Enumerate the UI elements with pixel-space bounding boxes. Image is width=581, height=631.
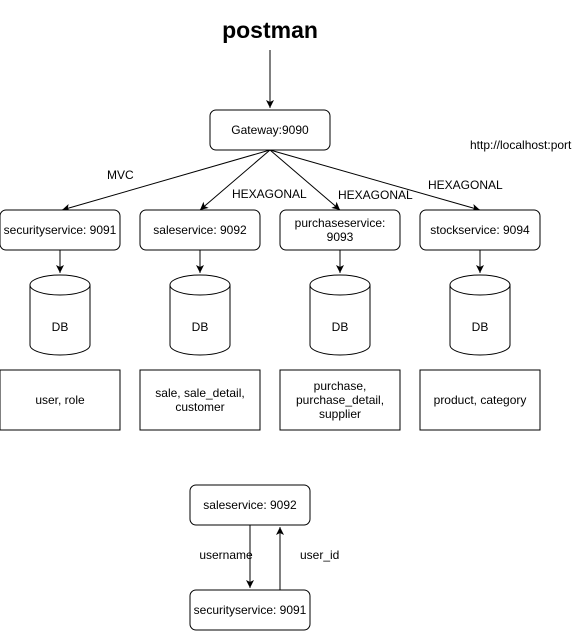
stock-tables-line: product, category <box>434 393 527 407</box>
stockservice-label-line: stockservice: 9094 <box>430 223 530 237</box>
bottom-securityservice-node[interactable]: securityservice: 9091 <box>189 589 311 631</box>
purchaseservice-node[interactable]: purchaseservice:9093 <box>279 209 401 251</box>
edge-label-purchase: HEXAGONAL <box>338 188 413 202</box>
sale-db-label: DB <box>192 320 209 334</box>
bottom-saleservice-node[interactable]: saleservice: 9092 <box>189 484 311 526</box>
purchase-tables-box: purchase,purchase_detail,supplier <box>279 369 401 431</box>
edge-label-stock: HEXAGONAL <box>428 178 503 192</box>
edge-label-sale: HEXAGONAL <box>232 187 307 201</box>
sale-tables-line: customer <box>175 400 224 414</box>
security-tables-line: user, role <box>35 393 85 407</box>
username-label: username <box>199 548 253 562</box>
gateway-to-sale-arrow <box>199 149 271 211</box>
stockservice-node[interactable]: stockservice: 9094 <box>419 209 541 251</box>
bottom-securityservice-label: securityservice: 9091 <box>194 603 307 617</box>
securityservice-label-line: securityservice: 9091 <box>4 223 117 237</box>
security-db-cylinder: DB <box>29 274 91 356</box>
sale-tables-line: sale, sale_detail, <box>155 386 244 400</box>
purchase-tables-line: purchase_detail, <box>296 393 384 407</box>
sale-db-cylinder: DB <box>169 274 231 356</box>
edge-label-mvc: MVC <box>107 168 134 182</box>
purchase-db-cylinder: DB <box>309 274 371 356</box>
user-id-label: user_id <box>300 548 339 562</box>
purchaseservice-label-line: purchaseservice: <box>295 216 386 230</box>
securityservice-node[interactable]: securityservice: 9091 <box>0 209 121 251</box>
gateway-to-security-arrow <box>61 149 271 212</box>
bottom-saleservice-label: saleservice: 9092 <box>203 498 297 512</box>
diagram-title: postman <box>222 17 318 43</box>
purchase-tables-line: purchase, <box>314 379 367 393</box>
security-tables-box: user, role <box>0 369 121 431</box>
gateway-to-purchase-arrow <box>269 149 341 211</box>
stock-tables-box: product, category <box>419 369 541 431</box>
saleservice-label-line: saleservice: 9092 <box>153 223 247 237</box>
gateway-to-stock-arrow <box>269 149 481 212</box>
security-db-label: DB <box>52 320 69 334</box>
saleservice-node[interactable]: saleservice: 9092 <box>139 209 261 251</box>
sale-tables-box: sale, sale_detail,customer <box>139 369 261 431</box>
purchaseservice-label-line: 9093 <box>327 230 354 244</box>
gateway-label: Gateway:9090 <box>231 123 309 137</box>
url-note: http://localhost:port <box>470 138 572 152</box>
purchase-tables-line: supplier <box>319 407 361 421</box>
gateway-node[interactable]: Gateway:9090 <box>209 109 331 151</box>
stock-db-cylinder: DB <box>449 274 511 356</box>
purchase-db-label: DB <box>332 320 349 334</box>
stock-db-label: DB <box>472 320 489 334</box>
